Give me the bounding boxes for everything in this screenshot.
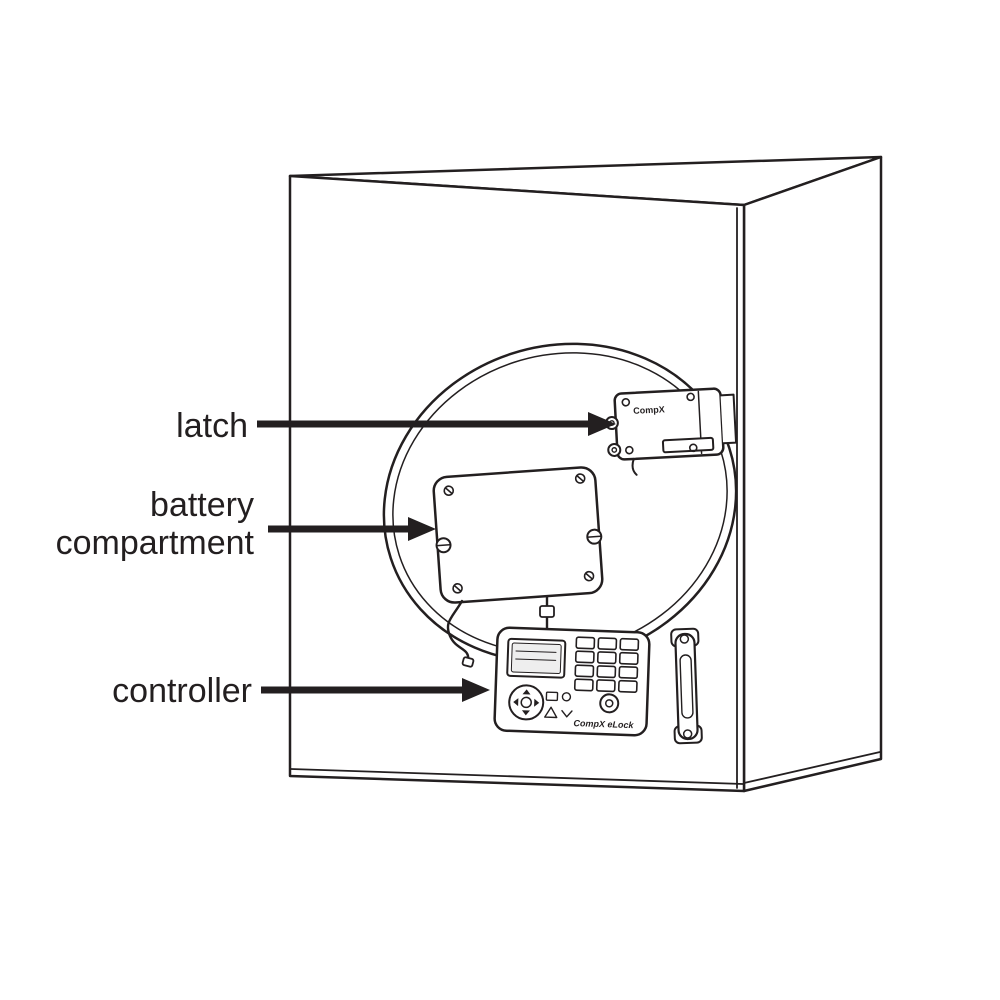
battery-label-line2: compartment <box>56 524 255 562</box>
handle-bottom-screw <box>682 729 693 739</box>
controller-indicator-icons <box>544 691 573 719</box>
controller-cable-connector <box>539 605 555 618</box>
battery-pigtail-cable <box>446 599 470 662</box>
battery-cables <box>446 595 555 668</box>
door-handle <box>670 627 703 745</box>
cabinet-side-bottom-edge <box>743 751 881 784</box>
cabinet-side-face <box>742 155 883 793</box>
latch-device: CompX <box>604 387 738 476</box>
latch-brand-text: CompX <box>633 404 665 416</box>
controller-arrow <box>261 678 490 702</box>
controller-key-cylinder <box>599 693 620 714</box>
controller-device: CompX eLock <box>493 626 651 737</box>
battery-pigtail-connector <box>461 656 475 668</box>
callout-arrows <box>257 412 616 702</box>
handle-bar <box>674 632 699 741</box>
battery-compartment-device <box>432 466 604 604</box>
controller-keypad <box>573 636 640 693</box>
latch-cable-stub <box>631 457 638 476</box>
latch-label: latch <box>176 407 248 445</box>
latch-arrow <box>257 412 616 436</box>
battery-label-line1: battery <box>150 486 254 524</box>
controller-screen-glass <box>510 642 562 675</box>
handle-bar-inner <box>679 654 694 719</box>
latch-screws <box>621 392 698 455</box>
battery-arrow <box>268 517 436 541</box>
screen-line-1 <box>515 650 557 653</box>
latch-side-bracket <box>719 393 738 445</box>
controller-dpad <box>508 684 545 721</box>
battery-body <box>432 466 604 604</box>
handle-top-screw <box>679 634 690 644</box>
controller-brand-text: CompX eLock <box>573 718 634 730</box>
screen-line-2 <box>515 658 557 661</box>
controller-label: controller <box>112 672 252 710</box>
latch-bolt-slot <box>661 436 715 454</box>
battery-screws <box>443 473 595 594</box>
cabinet-front-bottom-edge <box>290 768 744 785</box>
battery-fasteners <box>435 528 603 554</box>
